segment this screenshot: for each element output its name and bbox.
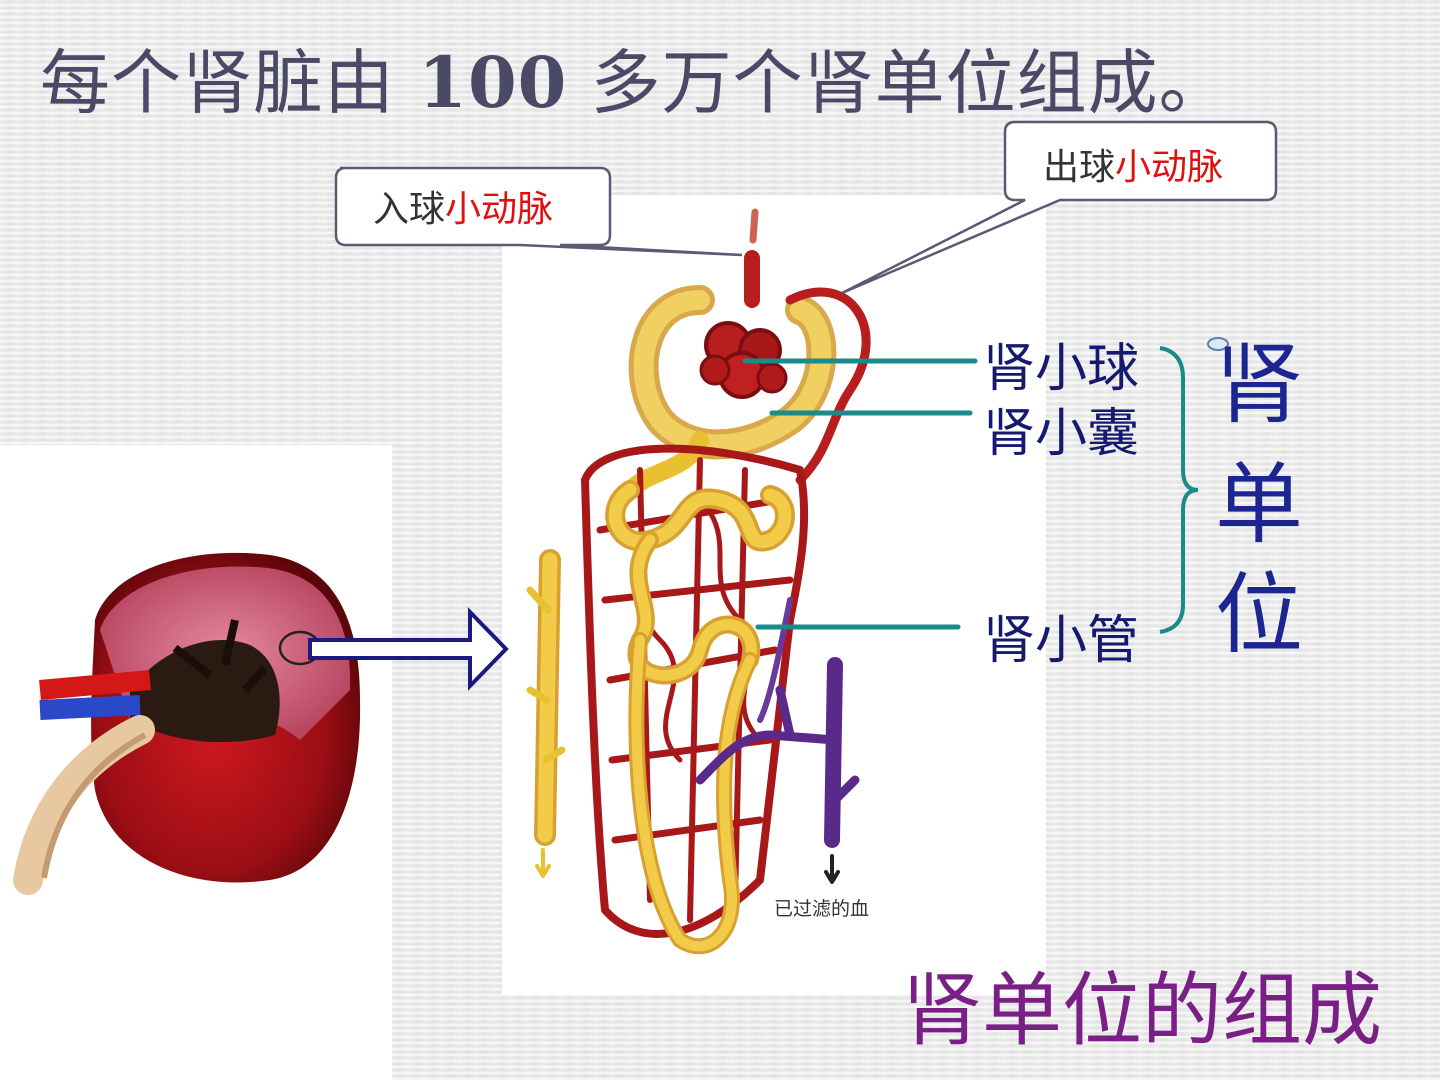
callout-afferent-prefix: 入球 (373, 189, 446, 230)
kidney-illustration (13, 552, 361, 895)
brace-knob-icon (1207, 337, 1229, 351)
callout-afferent: 入球小动脉 (373, 180, 553, 232)
title-number: 100 (418, 41, 568, 124)
pointer-lines (742, 358, 978, 630)
label-capsule: 肾小囊 (983, 404, 1140, 464)
title-prefix: 每个肾脏由 (40, 42, 419, 124)
hollow-right-arrow (308, 607, 509, 691)
nephron-illustration (526, 208, 871, 955)
label-nephron-char-1: 肾 (1215, 333, 1304, 436)
curly-brace (1159, 346, 1199, 634)
callout-efferent-prefix: 出球 (1043, 147, 1116, 188)
callout-efferent: 出球小动脉 (1043, 138, 1223, 190)
label-tubule: 肾小管 (983, 611, 1140, 671)
title-suffix: 多万个肾单位组成。 (567, 42, 1230, 124)
callout-afferent-bubble (334, 166, 743, 257)
label-filtered-blood: 已过滤的血 (774, 898, 870, 920)
callout-efferent-highlight: 小动脉 (1115, 147, 1224, 188)
label-nephron-char-2: 单 (1215, 453, 1304, 556)
label-nephron-char-3: 位 (1215, 563, 1304, 666)
caption: 肾单位的组成 (902, 964, 1382, 1057)
nephron-panel (502, 195, 1046, 995)
callout-efferent-bubble (841, 120, 1278, 295)
callout-afferent-highlight: 小动脉 (445, 189, 554, 230)
label-glomerulus: 肾小球 (983, 339, 1140, 399)
slide-title: 每个肾脏由 100 多万个肾单位组成。 (40, 38, 1230, 128)
